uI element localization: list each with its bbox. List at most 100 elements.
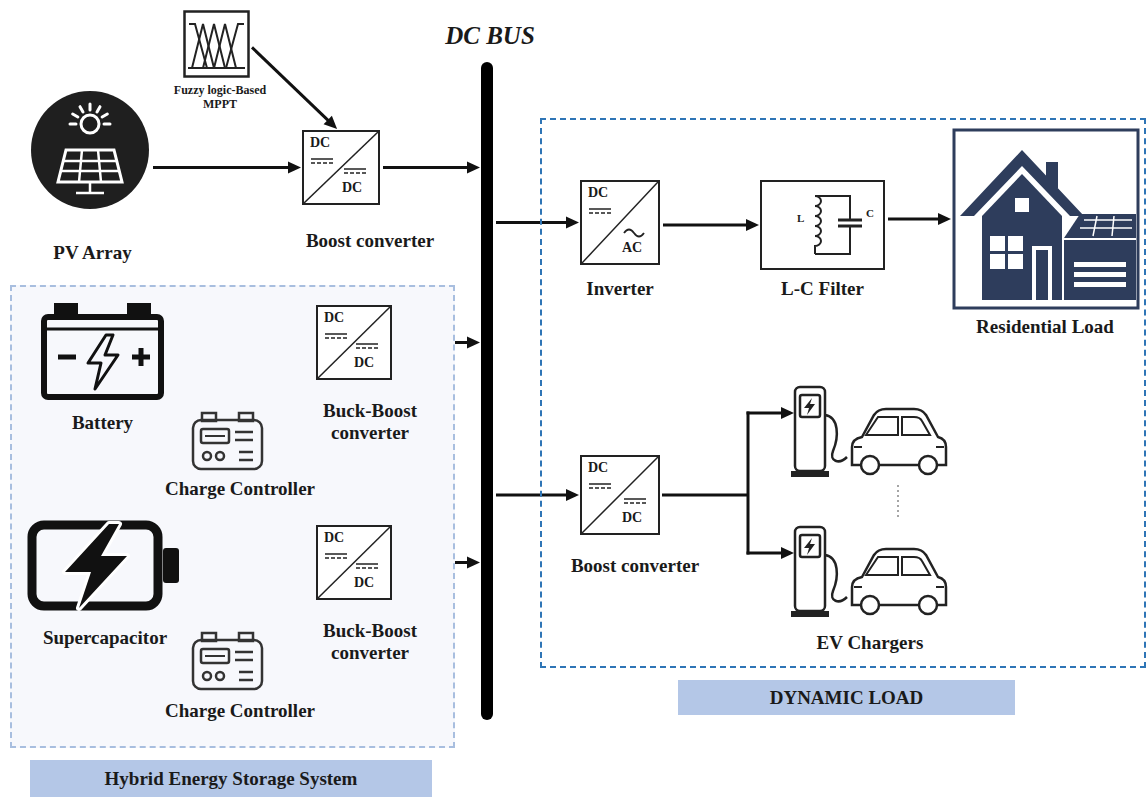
- node-label: Inverter: [570, 278, 670, 300]
- icon-part: [795, 527, 825, 611]
- connector: [496, 489, 579, 501]
- icon-part: [311, 162, 333, 164]
- house-icon: [952, 128, 1140, 310]
- icon-part: [216, 672, 224, 680]
- icon-part: [201, 429, 229, 443]
- filter-box: [760, 180, 885, 270]
- connector: [662, 407, 794, 559]
- icon-part: [825, 555, 847, 601]
- converter-label: DC: [310, 135, 330, 151]
- icon-part: [624, 502, 646, 504]
- node-label: PV Array: [25, 242, 160, 264]
- charge-controller-icon: [190, 630, 265, 692]
- icon-part: [193, 640, 262, 689]
- icon-part: [589, 487, 611, 489]
- icon-part: [854, 586, 944, 588]
- node-label: L-C Filter: [750, 278, 895, 300]
- icon-part: [216, 452, 224, 460]
- icon-part: [861, 596, 879, 614]
- node-label: Supercapacitor: [20, 627, 190, 649]
- charge-controller: Charge Controller: [140, 408, 340, 503]
- icon-part: [919, 456, 937, 474]
- icon-part: [356, 563, 378, 565]
- connector: [888, 213, 951, 225]
- charge-controller: Charge Controller: [140, 628, 340, 723]
- icon-part: [325, 553, 347, 555]
- icon-part: [325, 557, 347, 559]
- ev-charger-icons: [790, 385, 950, 625]
- icon-part: [791, 611, 829, 617]
- icon-part: [1015, 198, 1029, 212]
- supercapacitor-icon: [25, 518, 185, 613]
- icon-part: [201, 649, 229, 663]
- arrow-head: [467, 162, 480, 174]
- icon-part: [205, 655, 225, 657]
- arrow-head: [566, 217, 579, 229]
- icon-part: [1074, 262, 1126, 267]
- icon-part: [1046, 162, 1058, 188]
- icon-part: [356, 343, 378, 345]
- supercapacitor: Supercapacitor: [20, 515, 190, 660]
- battery-icon: [40, 295, 165, 400]
- icon-part: [589, 483, 611, 485]
- icon-part: [203, 672, 211, 680]
- icon-part: [1008, 236, 1023, 251]
- buck-boost-converter: DCDCBuck-Boost converter: [305, 303, 440, 453]
- arrow-head: [467, 337, 480, 349]
- icon-part: [1080, 216, 1132, 236]
- icon-part: [239, 413, 253, 421]
- icon-part: [990, 254, 1005, 269]
- icon-part: [235, 652, 253, 680]
- icon-part: [193, 420, 262, 469]
- converter-label: DC: [622, 510, 642, 526]
- arrow-head: [467, 557, 480, 569]
- converter-label: DC: [354, 355, 374, 371]
- icon-part: [70, 123, 76, 126]
- converter-label: DC: [588, 460, 608, 476]
- icon-part: [65, 524, 127, 608]
- icon-part: [1074, 282, 1126, 287]
- icon-part: [325, 333, 347, 335]
- node-label: Fuzzy logic-Based MPPT: [165, 84, 275, 112]
- connector-line: [747, 412, 750, 555]
- icon-part: [40, 295, 165, 400]
- icon-part: [582, 457, 658, 533]
- connector-line: [888, 218, 940, 221]
- icon-part: [790, 385, 950, 625]
- icon-part: [325, 337, 347, 339]
- icon-part: [356, 347, 378, 349]
- node-label: Charge Controller: [140, 478, 340, 500]
- icon-part: [203, 24, 225, 68]
- connector-line: [662, 494, 748, 497]
- icon-part: [982, 174, 1062, 300]
- icon-part: [589, 208, 611, 210]
- connector-line: [383, 166, 469, 169]
- converter-label: DC: [342, 180, 362, 196]
- lc-filter: LCL-C Filter: [750, 178, 895, 313]
- icon-part: [800, 535, 820, 557]
- icon-part: [800, 395, 820, 417]
- pv-array-icon: [30, 90, 150, 210]
- node-label: Buck-Boost converter: [305, 620, 435, 664]
- node-label: Residential Load: [945, 316, 1145, 338]
- icon-part: [344, 172, 366, 174]
- charge-controller-icon: [190, 410, 265, 472]
- icon-part: [58, 150, 122, 182]
- icon-part: [31, 91, 149, 209]
- icon-part: [80, 107, 83, 112]
- icon-part: [791, 387, 946, 477]
- connector-line: [153, 166, 290, 169]
- arrow-head: [324, 116, 338, 129]
- icon-part: [239, 633, 253, 641]
- icon-part: [235, 432, 253, 460]
- converter-label: DC: [588, 185, 608, 201]
- icon-part: [54, 303, 78, 317]
- connector-line: [663, 224, 748, 227]
- icon-part: [815, 196, 821, 254]
- icon-part: [127, 303, 151, 317]
- node-label: Boost converter: [560, 555, 710, 577]
- fuzzy-logic-icon: [183, 10, 250, 78]
- connector: [663, 219, 759, 231]
- node-label: Boost converter: [295, 230, 445, 252]
